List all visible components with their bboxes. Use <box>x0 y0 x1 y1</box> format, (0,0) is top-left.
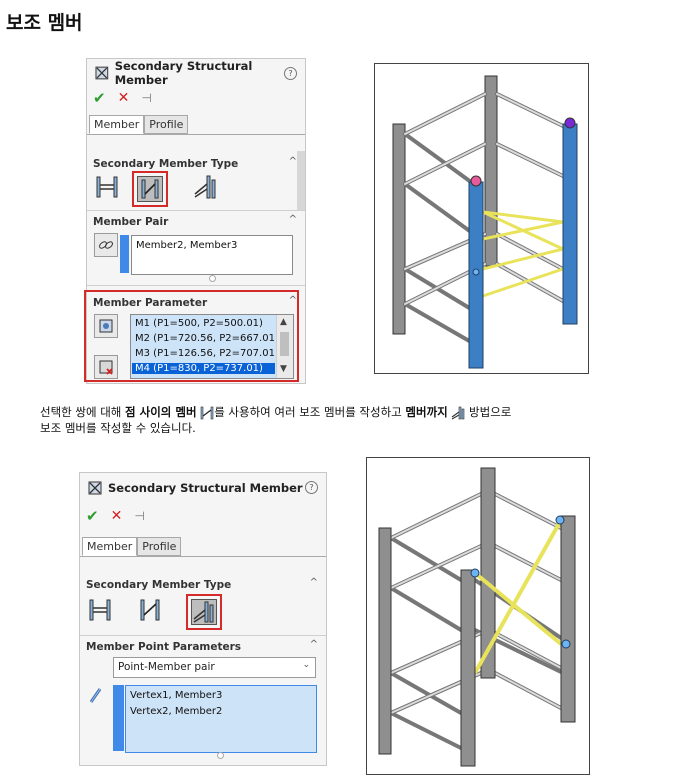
term-between-points: 점 사이의 멤버 <box>125 405 197 419</box>
type-up-to-member-button[interactable] <box>186 594 222 630</box>
tab-member[interactable]: Member <box>89 115 145 134</box>
term-up-to-member: 멤버까지 <box>405 405 448 419</box>
between-points-icon <box>200 406 214 419</box>
highlight-frame <box>84 290 299 382</box>
front-right-column <box>562 123 578 325</box>
chevron-up-icon[interactable]: ^ <box>288 295 297 306</box>
model-view-2 <box>366 457 590 775</box>
list-scrollbar[interactable]: ▲ ▼ <box>276 315 293 378</box>
parallel-members-icon <box>96 176 118 198</box>
list-item[interactable]: Vertex2, Member2 <box>130 706 223 717</box>
close-icon[interactable]: ✕ <box>117 90 130 106</box>
select-pair-button[interactable] <box>94 233 118 257</box>
type-up-to-member-button[interactable] <box>191 173 219 201</box>
description-paragraph: 선택한 쌍에 대해 점 사이의 멤버 를 사용하여 여러 보조 멤버를 작성하고… <box>40 405 512 435</box>
resize-handle-icon[interactable] <box>217 752 224 759</box>
parallel-members-icon <box>89 599 111 621</box>
type-support-plane-button[interactable] <box>86 596 114 624</box>
close-icon[interactable]: ✕ <box>110 508 123 524</box>
member-point-parameters-label: Member Point Parameters <box>86 641 242 653</box>
chevron-up-icon[interactable]: ^ <box>309 577 318 588</box>
tab-profile[interactable]: Profile <box>144 115 189 134</box>
vertex-point <box>561 639 571 649</box>
back-left-column <box>378 527 392 755</box>
structure-icon <box>88 481 102 495</box>
vertex-point <box>472 268 480 276</box>
check-icon[interactable]: ✔ <box>93 89 106 107</box>
back-left-column <box>392 123 406 335</box>
type-between-points-button[interactable] <box>136 596 164 624</box>
list-item-selected[interactable]: M4 (P1=830, P2=737.01) <box>132 363 275 374</box>
back-middle-column <box>480 467 496 679</box>
tab-member[interactable]: Member <box>82 537 138 556</box>
up-to-member-icon <box>194 175 216 199</box>
up-to-member-icon <box>452 406 465 419</box>
resize-handle-icon[interactable] <box>209 275 216 282</box>
member-pair-list[interactable]: Member2, Member3 <box>131 235 293 275</box>
gear-icon <box>99 319 113 333</box>
help-icon[interactable]: ? <box>284 67 297 80</box>
vertex-point <box>470 568 480 578</box>
selection-list[interactable]: Vertex1, Member3 Vertex2, Member2 <box>125 685 317 753</box>
parameter-list[interactable]: M1 (P1=500, P2=500.01) M2 (P1=720.56, P2… <box>130 314 294 379</box>
chevron-down-icon[interactable]: ⌄ <box>302 660 310 670</box>
property-manager-panel-2: Secondary Structural Member ? ✔ ✕ ⊣ Memb… <box>79 472 327 766</box>
panel-title: Secondary Structural Member <box>108 481 303 495</box>
secondary-member-type-label: Secondary Member Type <box>93 158 239 170</box>
type-between-points-button[interactable] <box>132 171 168 207</box>
chevron-up-icon[interactable]: ▲ <box>280 317 287 327</box>
page-title: 보조 멤버 <box>6 12 83 34</box>
pairing-mode-select[interactable]: Point-Member pair ⌄ <box>113 657 316 678</box>
member-parameter-label: Member Parameter <box>93 297 208 309</box>
link-icon <box>99 241 113 249</box>
panel-header: Secondary Structural Member ? <box>87 59 305 87</box>
tab-bar: Member Profile <box>89 115 189 134</box>
structure-icon <box>95 66 109 80</box>
panel-title: Secondary Structural Member <box>114 59 253 87</box>
chevron-up-icon[interactable]: ^ <box>288 214 297 225</box>
chevron-up-icon[interactable]: ^ <box>288 156 297 167</box>
vertex-point <box>555 515 565 525</box>
front-left-column <box>460 569 476 767</box>
list-item[interactable]: M2 (P1=720.56, P2=667.01) <box>135 333 279 344</box>
tab-bar: Member Profile <box>82 537 182 556</box>
list-item[interactable]: Member2, Member3 <box>136 240 238 251</box>
secondary-members <box>473 519 563 674</box>
tab-profile[interactable]: Profile <box>137 537 182 556</box>
scrollbar[interactable] <box>297 151 305 211</box>
secondary-member-type-label: Secondary Member Type <box>86 579 232 591</box>
property-manager-panel-1: Secondary Structural Member ? ✔ ✕ ⊣ Memb… <box>86 58 306 384</box>
type-support-plane-button[interactable] <box>93 173 121 201</box>
member-pair-label: Member Pair <box>93 216 169 228</box>
front-right-column <box>560 515 576 723</box>
member-point-icon <box>89 688 102 703</box>
secondary-members <box>482 210 564 298</box>
list-item[interactable]: Vertex1, Member3 <box>130 690 223 701</box>
selection-point-purple <box>564 117 576 129</box>
chevron-down-icon[interactable]: ▼ <box>280 364 287 374</box>
between-points-icon <box>140 599 160 621</box>
add-parameter-button[interactable] <box>94 314 118 338</box>
help-icon[interactable]: ? <box>305 481 318 494</box>
model-view-1 <box>374 63 589 374</box>
list-item[interactable]: M1 (P1=500, P2=500.01) <box>135 318 263 329</box>
delete-parameter-button[interactable] <box>94 355 118 379</box>
action-buttons: ✔ ✕ ⊣ <box>93 89 152 107</box>
chevron-up-icon[interactable]: ^ <box>309 639 318 650</box>
between-points-icon <box>141 179 159 199</box>
delete-icon <box>99 360 113 375</box>
check-icon[interactable]: ✔ <box>86 507 99 525</box>
pushpin-icon[interactable]: ⊣ <box>141 91 152 105</box>
list-item[interactable]: M3 (P1=126.56, P2=707.01) <box>135 348 279 359</box>
pushpin-icon[interactable]: ⊣ <box>134 509 145 523</box>
up-to-member-icon <box>193 601 214 623</box>
action-buttons: ✔ ✕ ⊣ <box>86 507 145 525</box>
selection-point-pink <box>470 175 482 187</box>
panel-header: Secondary Structural Member ? <box>80 473 326 503</box>
